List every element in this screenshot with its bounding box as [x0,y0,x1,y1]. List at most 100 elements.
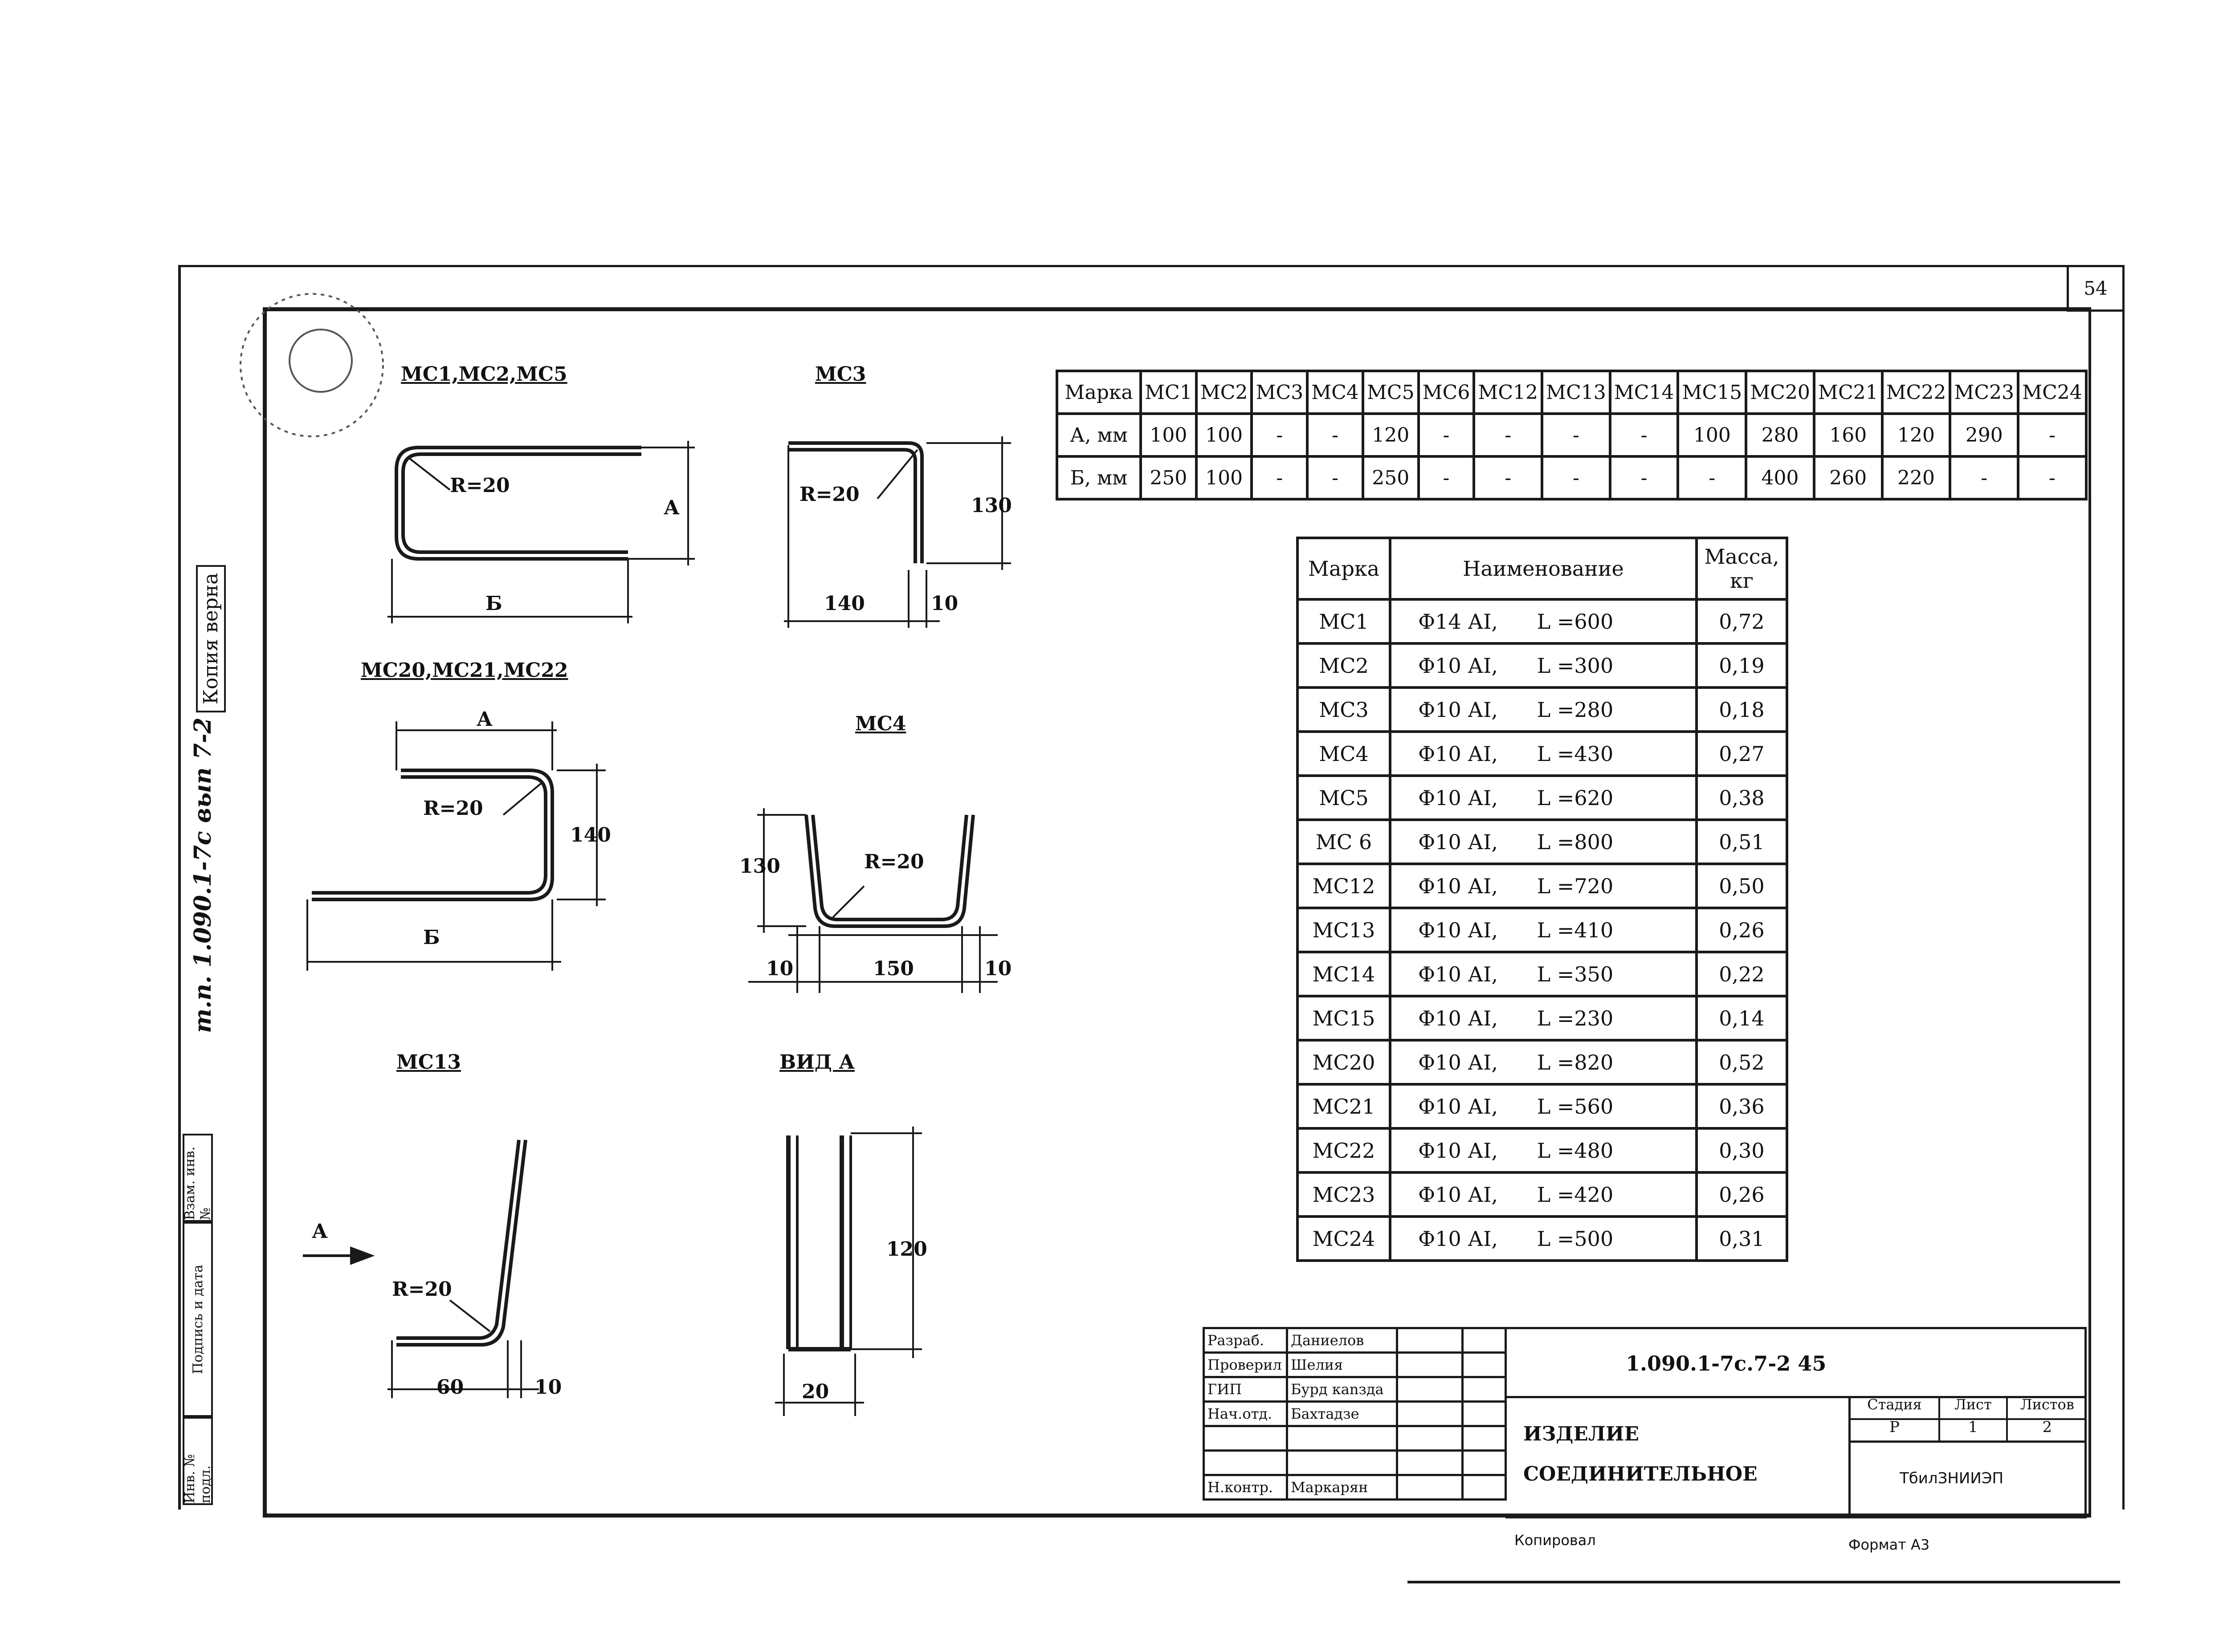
cell: МС22 [1296,1127,1391,1174]
cell: МС4 [1296,730,1391,777]
mc4-dim-150: 150 [873,957,914,980]
cell: - [2017,455,2088,500]
date-cell [1461,1327,1507,1354]
name-cell: Маркарян [1286,1474,1398,1501]
cell: 100 [1195,412,1253,458]
title-line-2: СОЕДИНИТЕЛЬНОЕ [1523,1463,1758,1485]
date-cell [1461,1351,1507,1378]
cell: - [1417,412,1476,458]
cell: Ф10 АI, L =280 [1389,686,1698,733]
mc20-bar [312,769,554,901]
cell: МС1 [1296,598,1391,645]
mc3-dim-140: 140 [824,592,865,615]
name-cell [1286,1449,1398,1476]
header-cell: Наименование [1389,537,1698,601]
cell: 160 [1812,412,1884,458]
header-cell: Масса, кг [1695,537,1788,601]
mc4-label: МС4 [855,712,906,735]
title-block-main: 1.090.1-7с.7-2 45 ИЗДЕЛИЕ СОЕДИНИТЕЛЬНОЕ… [1505,1327,2087,1518]
mc4-radius-label: R=20 [864,850,924,873]
cell: Ф10 АI, L =620 [1389,774,1698,821]
mc13-radius-label: R=20 [392,1278,452,1301]
table-row: Б, мм 250 100 - - 250 - - - - - 400 260 … [1056,455,2088,500]
role-cell: Н.контр. [1203,1474,1288,1501]
cell: Ф10 АI, L =800 [1389,818,1698,865]
mc3-radius-label: R=20 [799,483,860,506]
mc4-dim-10-right: 10 [984,957,1012,980]
mc4-dim-130: 130 [739,855,780,878]
cell: - [1417,455,1476,500]
view-arrow-a: А [312,1220,328,1243]
signature-cell [1396,1327,1464,1354]
role-cell [1203,1425,1288,1452]
header-cell: МС6 [1417,370,1476,415]
mc3-dim-10: 10 [931,592,959,615]
cell: 260 [1812,455,1884,500]
cell: - [1541,455,1611,500]
date-cell [1461,1400,1507,1427]
sheet-corner-number: 54 [2067,265,2125,312]
mc13-dim-60: 60 [436,1376,464,1399]
header-cell: МС4 [1306,370,1364,415]
cell: - [1608,412,1680,458]
stage-value: Р [1851,1418,1940,1440]
date-cell [1461,1425,1507,1452]
cell: - [1306,412,1364,458]
table-row [1203,1449,1507,1476]
name-cell [1286,1425,1398,1452]
role-cell [1203,1449,1288,1476]
doc-code: 1.090.1-7с.7-2 45 [1626,1351,1827,1375]
cell: Ф14 АI, L =600 [1389,598,1698,645]
cell: МС21 [1296,1083,1391,1130]
cell: - [1306,455,1364,500]
header-cell: МС1 [1139,370,1198,415]
stage-block: Стадия Лист Листов Р 1 2 ТбилЗНИИЭП [1848,1396,2087,1516]
copied-by-label: Копировал [1514,1532,1596,1549]
drawing-inner-frame [263,307,2091,1518]
name-cell: Бахтадзе [1286,1400,1398,1427]
cell: - [1541,412,1611,458]
organization: ТбилЗНИИЭП [1900,1469,2004,1487]
cell: МС14 [1296,951,1391,997]
cell: 0,26 [1695,1171,1788,1218]
mc13-label: МС13 [396,1051,461,1074]
cell: Ф10 АI, L =820 [1389,1039,1698,1086]
cell: 0,38 [1695,774,1788,821]
table-row: А, мм 100 100 - - 120 - - - - 100 280 16… [1056,412,2088,458]
table-row: Н.контр.Маркарян [1203,1474,1507,1501]
view-a-dim-20: 20 [802,1380,829,1403]
cell: 120 [1361,412,1420,458]
header-cell: МС20 [1745,370,1815,415]
role-cell: Нач.отд. [1203,1400,1288,1427]
dimension-table: Марка МС1 МС2 МС3 МС4 МС5 МС6 МС12 МС13 … [1056,370,2088,500]
role-cell: Проверил [1203,1351,1288,1378]
cell: Ф10 АI, L =420 [1389,1171,1698,1218]
mc3-bar [788,441,924,563]
cell: 0,72 [1695,598,1788,645]
header-cell: МС5 [1361,370,1420,415]
cell: 0,27 [1695,730,1788,777]
mc1-radius-label: R=20 [450,474,510,497]
cell: 0,50 [1695,863,1788,909]
cell: 250 [1361,455,1420,500]
header-cell: МС22 [1880,370,1952,415]
signature-cell [1396,1400,1464,1427]
header-cell: МС12 [1472,370,1544,415]
mc1-mc2-mc5-label: МС1,МС2,МС5 [401,363,567,386]
table-row: Нач.отд.Бахтадзе [1203,1400,1507,1427]
cell: 0,30 [1695,1127,1788,1174]
signature-cell [1396,1449,1464,1476]
cell: Ф10 АI, L =410 [1389,907,1698,953]
sheets-value: 2 [2042,1418,2052,1436]
cell: Ф10 АI, L =230 [1389,995,1698,1042]
title-line-1: ИЗДЕЛИЕ [1523,1423,1639,1445]
